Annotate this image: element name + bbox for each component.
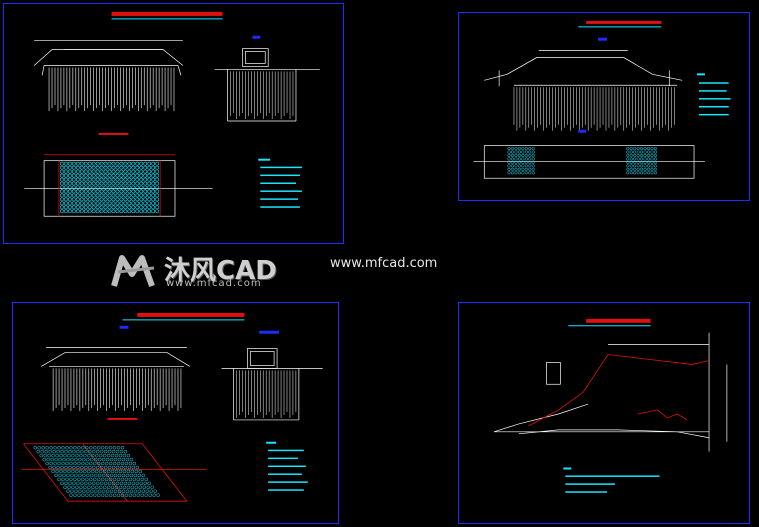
sheet-4-drawing (493, 318, 728, 493)
sheet-2-drawing (473, 20, 731, 179)
drawing-sheet-2 (458, 12, 750, 201)
watermark-brand-sub: www.mfcad.com (166, 278, 262, 289)
drawing-sheet-1 (3, 3, 344, 244)
drawing-sheet-3 (12, 302, 339, 524)
sheet-1-drawing (24, 11, 320, 217)
mfcad-logo-icon (111, 255, 155, 288)
drawing-sheet-4 (458, 302, 750, 524)
sheet-3-drawing (21, 312, 323, 502)
watermark-brand: 沐风CAD (164, 256, 277, 286)
watermark: 沐风CAD www.mfcad.com www.mfcad.com (108, 248, 438, 294)
watermark-url: www.mfcad.com (330, 256, 438, 271)
